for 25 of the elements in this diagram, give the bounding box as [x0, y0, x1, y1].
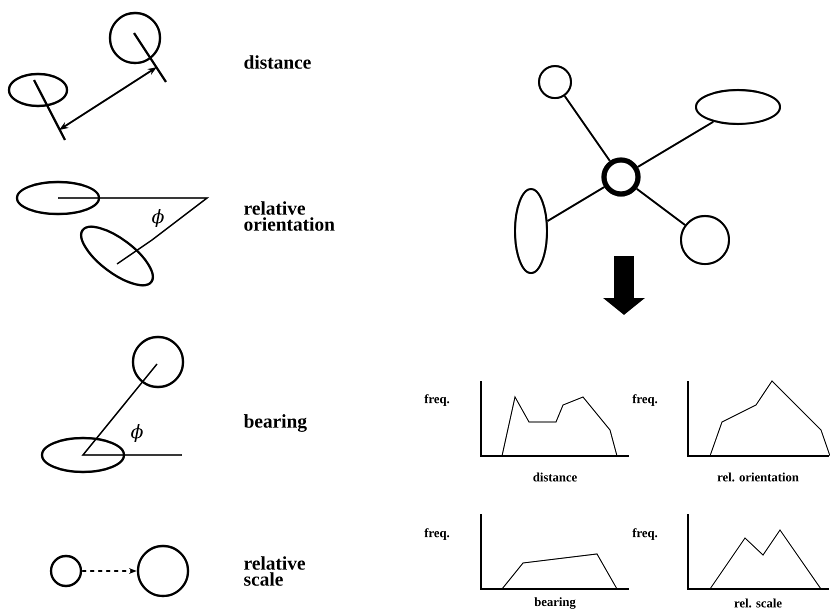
axis-label: freq. [424, 394, 450, 406]
axis-label: freq. [632, 394, 658, 406]
angle-symbol: ϕ [152, 208, 164, 228]
axis-label: freq. [424, 528, 450, 540]
axis-label: rel. scale [734, 598, 782, 608]
circle [538, 64, 572, 100]
axis-label: distance [533, 472, 577, 482]
axis-label: rel. orientation [717, 472, 799, 482]
ellipse [694, 88, 782, 126]
connector-line [637, 120, 714, 168]
feature-label: relative scale [244, 556, 306, 586]
circle [136, 544, 190, 598]
feature-label: bearing [244, 414, 307, 432]
circle [601, 157, 641, 197]
connector-line [636, 188, 686, 226]
circle [50, 554, 82, 588]
axis-label: bearing [534, 597, 576, 609]
circle [680, 214, 730, 266]
feature-label: relative orientation [244, 201, 335, 231]
connector-line [547, 186, 605, 222]
connector-line [564, 95, 611, 162]
angle-symbol: ϕ [131, 424, 143, 442]
feature-label: distance [244, 55, 311, 69]
ellipse [514, 188, 548, 274]
axis-label: freq. [632, 528, 658, 540]
